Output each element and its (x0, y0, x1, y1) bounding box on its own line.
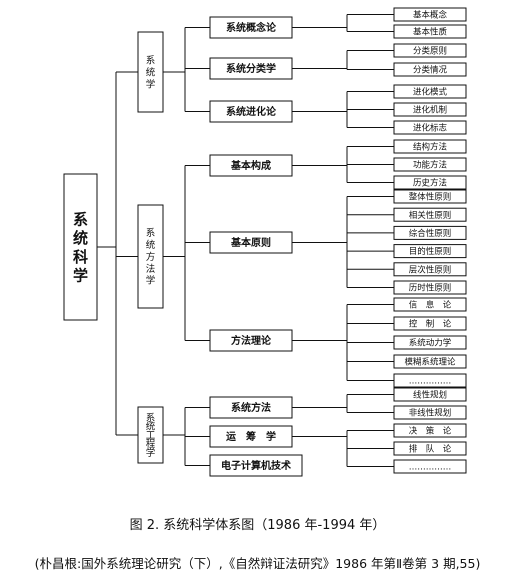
subtopic-label: 电子计算机技术 (221, 459, 291, 472)
subtopic-label: 运 筹 学 (226, 430, 276, 443)
subtopic-label: 方法理论 (231, 334, 272, 347)
leaf-item-label: 功能方法 (413, 160, 447, 171)
system-science-tree-diagram: 系统科学系统学系统概念论基本概念基本性质系统分类学分类原则分类情况系统进化论进化… (63, 7, 467, 477)
leaf-item-box (393, 262, 467, 277)
leaf-item-box (393, 84, 467, 99)
leaf-item-label: 历史方法 (413, 178, 447, 189)
leaf-item-box (393, 120, 467, 135)
leaf-item-box (393, 405, 467, 420)
leaf-item-box (393, 225, 467, 240)
leaf-item-label: …………… (409, 377, 452, 387)
leaf-item-label: 目的性原则 (409, 246, 452, 257)
leaf-item-box (393, 102, 467, 117)
leaf-item-label: 结构方法 (413, 142, 447, 153)
leaf-item-label: 决 策 论 (409, 426, 452, 437)
subtopic-box (209, 454, 303, 477)
leaf-item-box (393, 175, 467, 190)
leaf-item-label: 控 制 论 (409, 319, 452, 330)
leaf-item-box (393, 373, 467, 388)
leaf-item-box (393, 297, 467, 312)
subtopic-label: 系统分类学 (226, 62, 276, 75)
category-box (137, 406, 164, 464)
leaf-item-box (393, 459, 467, 474)
root-box (63, 173, 98, 321)
leaf-item-label: 进化标志 (413, 123, 448, 134)
leaf-item-label: 分类情况 (413, 65, 448, 76)
leaf-item-box (393, 189, 467, 204)
leaf-item-label: 信 息 论 (409, 300, 452, 311)
subtopic-label: 基本原则 (230, 236, 271, 249)
root-label: 系统科学 (73, 210, 88, 284)
leaf-item-box (393, 43, 467, 58)
category-box (137, 204, 164, 309)
leaf-item-label: 整体性原则 (409, 192, 452, 203)
leaf-item-box (393, 354, 467, 369)
leaf-item-box (393, 423, 467, 438)
leaf-item-box (393, 387, 467, 402)
leaf-item-label: 进化模式 (413, 87, 448, 98)
leaf-item-label: …………… (409, 463, 452, 473)
leaf-item-box (393, 7, 467, 22)
leaf-item-box (393, 157, 467, 172)
leaf-item-box (393, 335, 467, 350)
leaf-item-label: 历时性原则 (409, 283, 452, 294)
leaf-item-box (393, 244, 467, 259)
figure-caption: 图 2. 系统科学体系图（1986 年-1994 年） (129, 518, 386, 533)
leaf-item-box (393, 316, 467, 331)
leaf-item-box (393, 441, 467, 456)
category-label: 系统工程学 (146, 413, 156, 459)
subtopic-label: 系统方法 (231, 401, 271, 414)
subtopic-label: 系统进化论 (226, 105, 277, 118)
category-label: 系统学 (146, 56, 156, 91)
figure-source-citation: (朴昌根:国外系统理论研究（下）,《自然辩证法研究》1986 年第Ⅱ卷第 3 期… (34, 556, 481, 571)
category-box (137, 31, 164, 113)
leaf-item-label: 非线性规划 (409, 408, 452, 419)
leaf-item-box (393, 24, 467, 39)
leaf-item-box (393, 139, 467, 154)
leaf-item-label: 系统动力学 (409, 338, 452, 349)
leaf-item-box (393, 280, 467, 295)
leaf-item-label: 综合性原则 (409, 228, 452, 239)
subtopic-label: 系统概念论 (226, 21, 277, 34)
leaf-item-label: 基本概念 (413, 10, 448, 21)
leaf-item-label: 层次性原则 (409, 264, 452, 275)
leaf-item-label: 基本性质 (413, 27, 448, 38)
leaf-item-label: 分类原则 (413, 46, 447, 57)
leaf-item-label: 模糊系统理论 (404, 357, 456, 368)
subtopic-label: 基本构成 (230, 159, 271, 172)
leaf-item-box (393, 207, 467, 222)
leaf-item-label: 排 队 论 (409, 444, 452, 455)
leaf-item-box (393, 62, 467, 77)
leaf-item-label: 线性规划 (413, 390, 447, 401)
leaf-item-label: 进化机制 (413, 105, 447, 116)
leaf-item-label: 相关性原则 (409, 210, 452, 221)
category-label: 系统方法学 (146, 228, 156, 287)
